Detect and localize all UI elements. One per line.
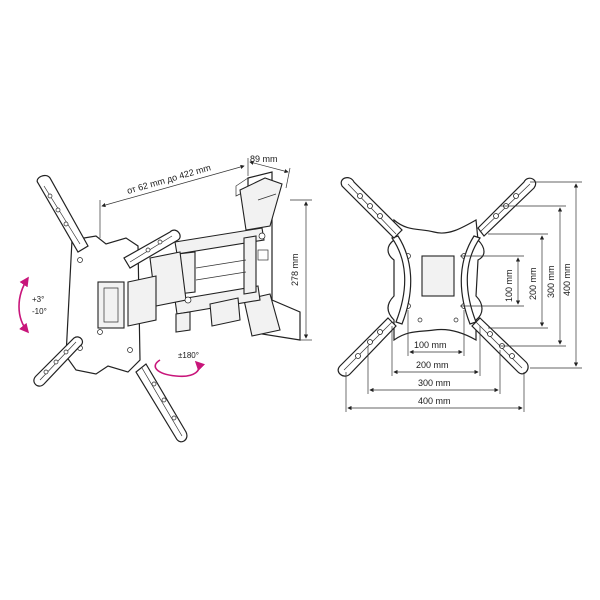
tilt-up-label: +3°: [32, 295, 44, 304]
vertical-dimensions: 100 mm 200 mm 300 mm 400 mm: [460, 181, 582, 369]
vert-400-label: 400 mm: [562, 263, 572, 296]
dim-height-label: 278 mm: [290, 253, 300, 286]
vert-200-label: 200 mm: [528, 267, 538, 300]
dim-extension: от 62 mm до 422 mm: [99, 162, 245, 238]
vert-100-label: 100 mm: [504, 269, 514, 302]
swing-arms: [149, 227, 266, 333]
horiz-200-label: 200 mm: [416, 360, 449, 370]
tilt-indicator: +3° -10°: [18, 276, 47, 334]
horiz-100-label: 100 mm: [414, 340, 447, 350]
vesa-arms: [337, 177, 537, 377]
right-vesa-view: 100 mm 200 mm 300 mm 400 mm 100 mm 200 m…: [337, 177, 582, 412]
vert-300-label: 300 mm: [546, 265, 556, 298]
tv-bracket: [65, 235, 157, 375]
dim-depth-label: 89 mm: [250, 154, 278, 164]
tv-rails: [33, 174, 188, 443]
dim-height: 278 mm: [290, 199, 312, 341]
dim-extension-label: от 62 mm до 422 mm: [126, 162, 212, 196]
wall-plate: [235, 171, 301, 341]
horiz-400-label: 400 mm: [418, 396, 451, 406]
left-mount-view: 89 mm от 62 mm до 422 mm 278 mm +3° -10°…: [18, 154, 312, 443]
tilt-down-label: -10°: [32, 307, 47, 316]
horizontal-dimensions: 100 mm 200 mm 300 mm 400 mm: [345, 310, 525, 412]
dim-depth: 89 mm: [247, 154, 291, 189]
swivel-indicator: ±180°: [154, 351, 206, 378]
vesa-side-rails: [391, 235, 481, 325]
swivel-label: ±180°: [178, 351, 199, 360]
horiz-300-label: 300 mm: [418, 378, 451, 388]
